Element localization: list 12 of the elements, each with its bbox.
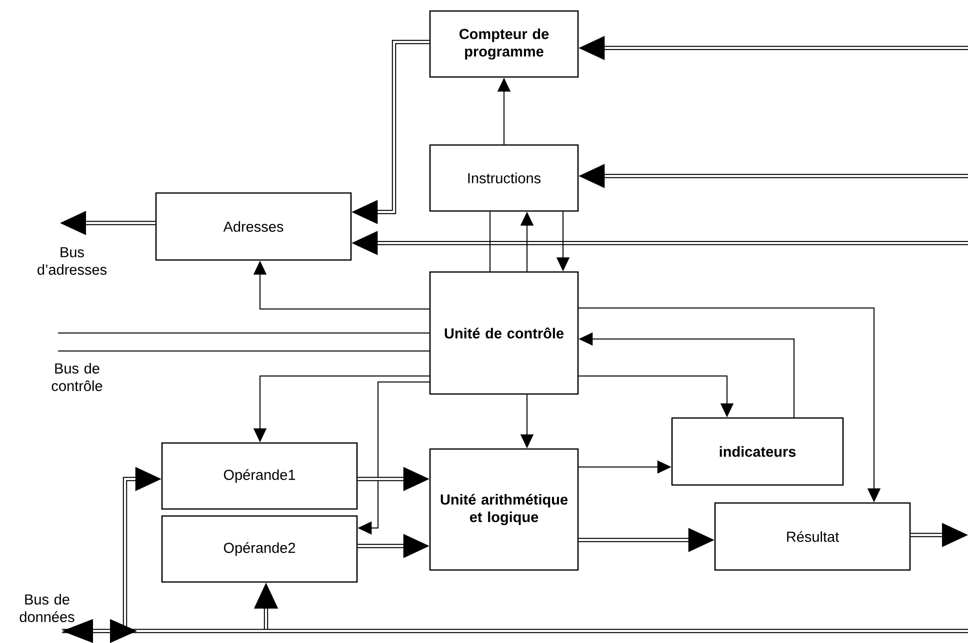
bus-label: Bus d’adresses bbox=[38, 247, 107, 275]
bus-label: Bus de données bbox=[20, 594, 74, 622]
block-box: Résultat bbox=[714, 502, 911, 571]
block-box: Instructions bbox=[429, 144, 579, 212]
block-box: Adresses bbox=[155, 192, 352, 261]
bus-label: Bus de contrôle bbox=[52, 362, 102, 392]
block-box: indicateurs bbox=[671, 417, 844, 486]
block-box: Opérande1 bbox=[161, 442, 358, 510]
block-box: Unité de contrôle bbox=[429, 271, 579, 395]
block-box: Unité arithmétique et logique bbox=[429, 448, 579, 571]
block-box: Opérande2 bbox=[161, 515, 358, 583]
block-box: Compteur de programme bbox=[429, 10, 579, 78]
